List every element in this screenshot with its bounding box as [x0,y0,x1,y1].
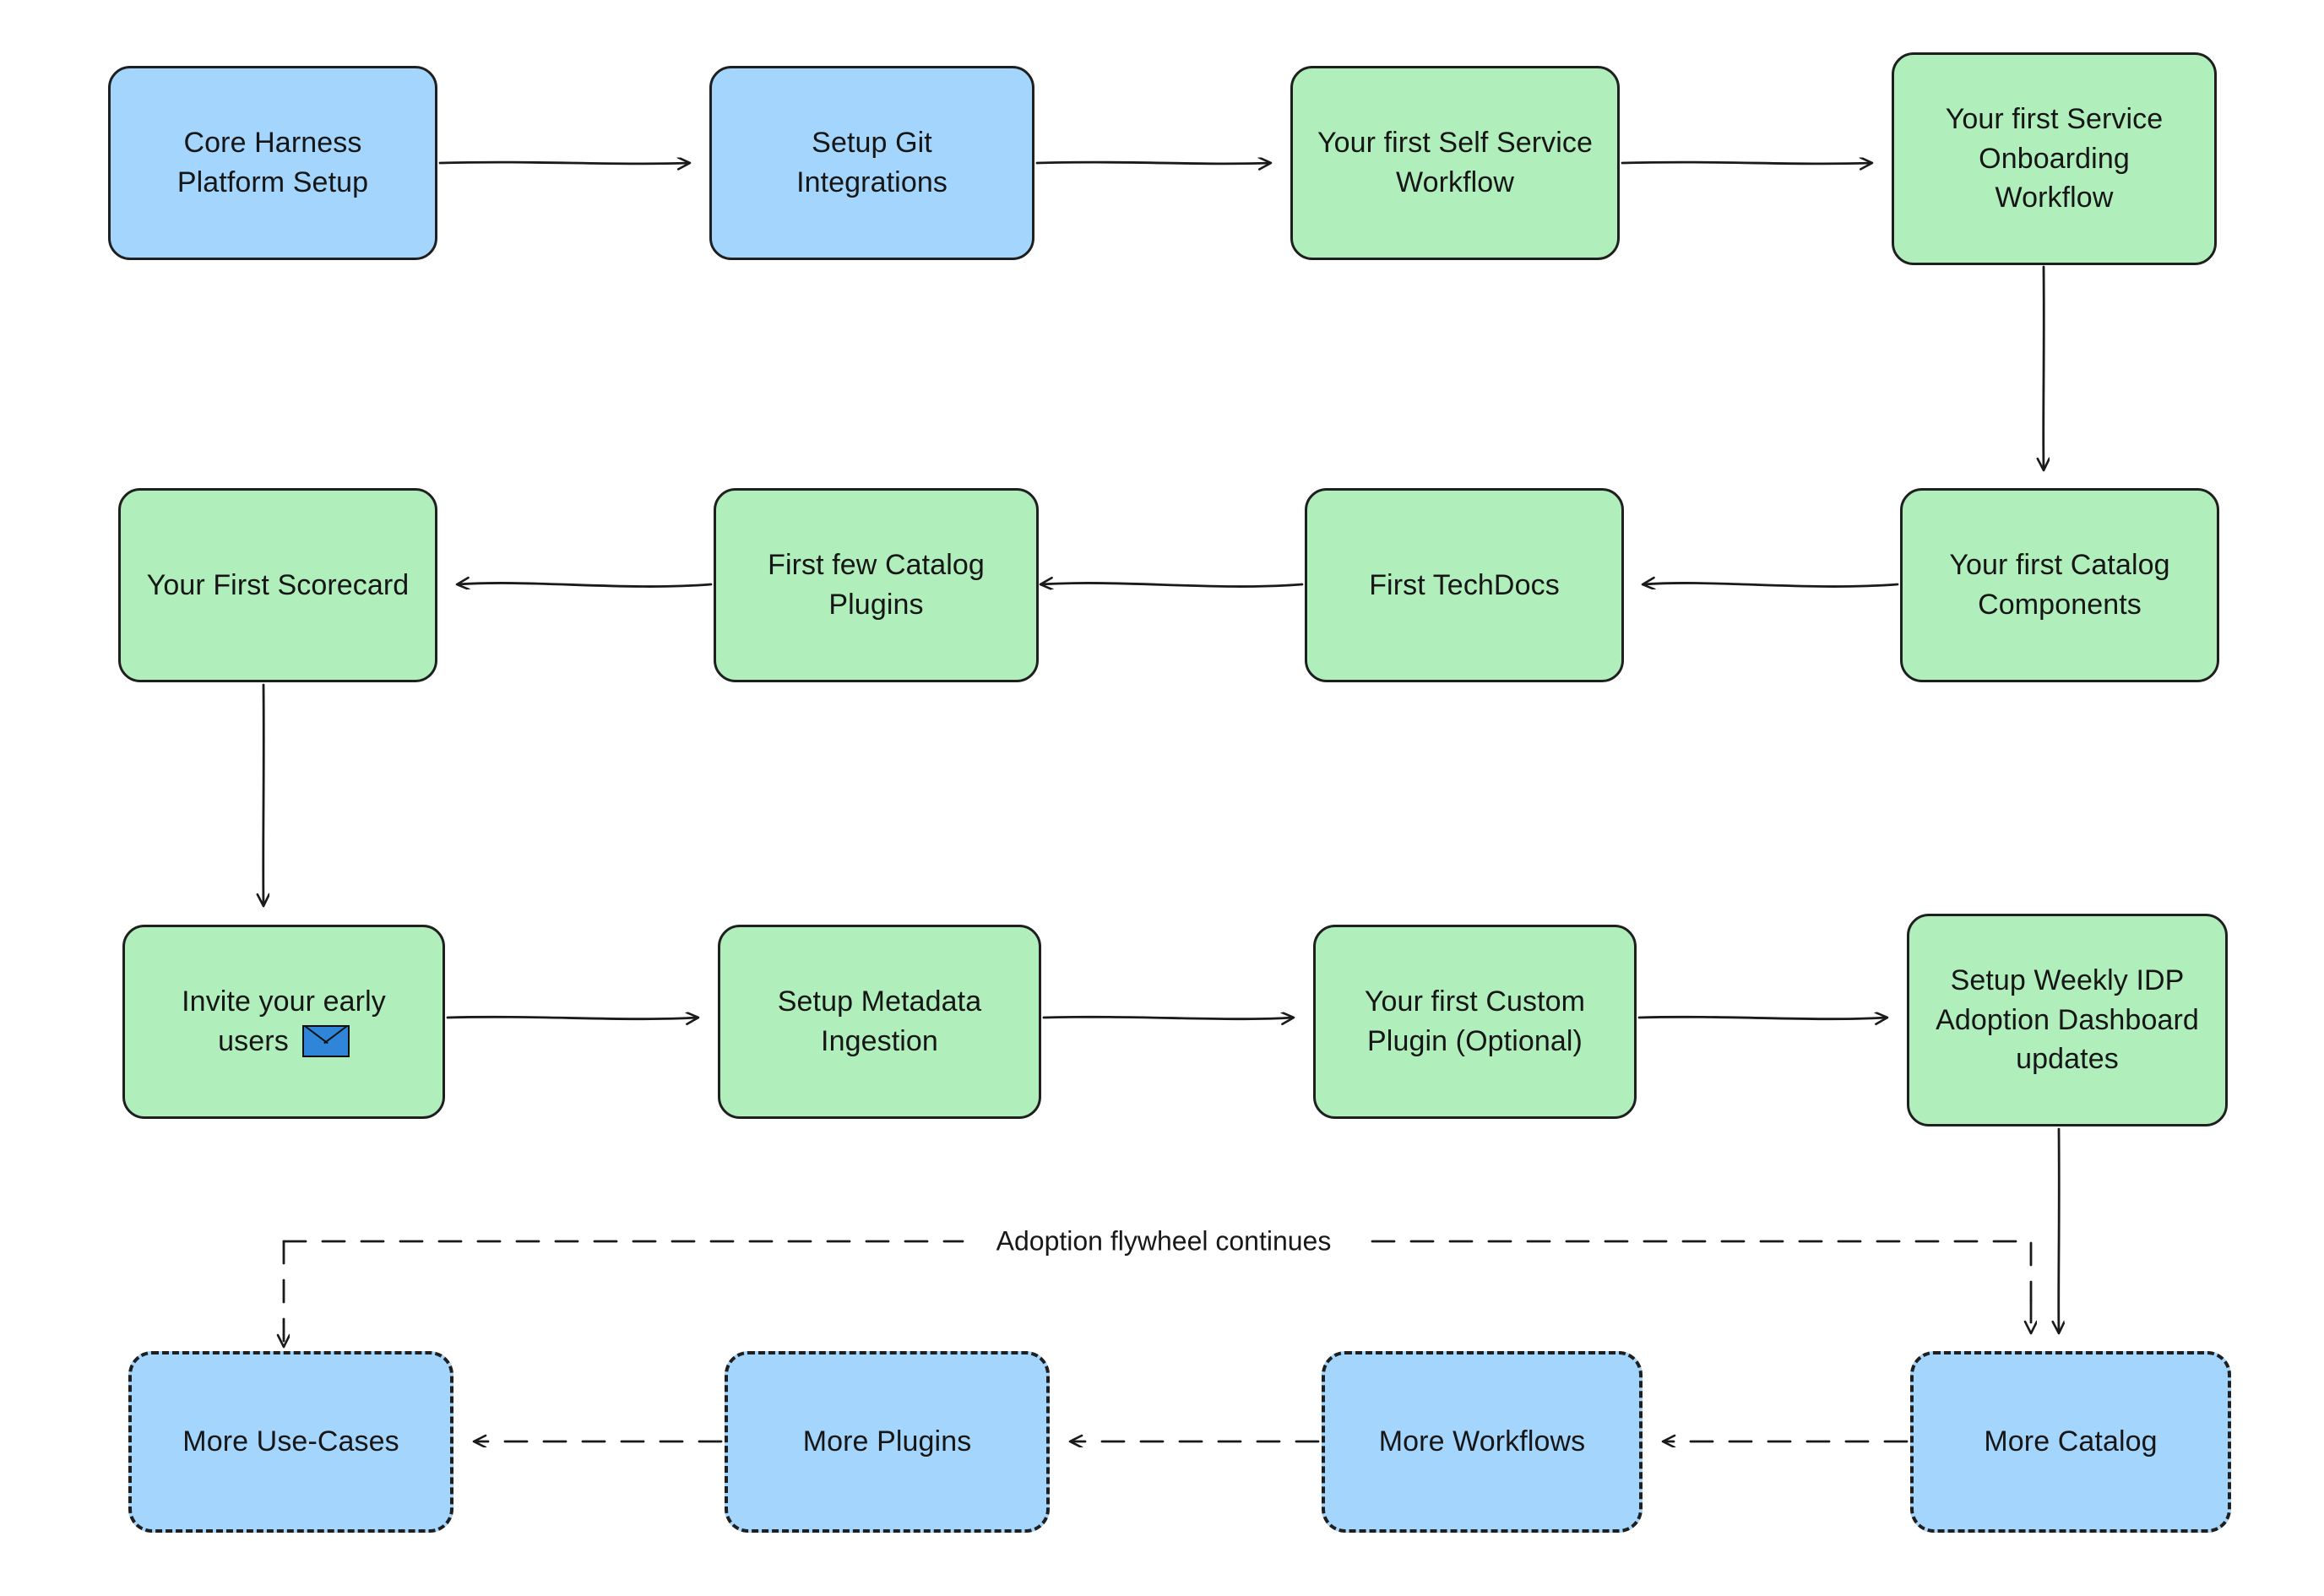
node-label: Your First Scorecard [146,568,410,601]
node-your-first-service-onboarding-workflow[interactable]: Your first Service Onboarding Workflow [1892,52,2217,265]
node-label: First few Catalog Plugins [768,549,985,621]
node-setup-weekly-idp-adoption-dashboard-updates[interactable]: Setup Weekly IDP Adoption Dashboard upda… [1907,914,2228,1126]
node-more-plugins[interactable]: More Plugins [725,1351,1050,1533]
node-label: Setup Git Integrations [796,127,948,198]
node-your-first-custom-plugin[interactable]: Your first Custom Plugin (Optional) [1313,925,1637,1119]
node-first-techdocs[interactable]: First TechDocs [1305,488,1624,682]
node-more-use-cases[interactable]: More Use-Cases [128,1351,453,1533]
edge-n10-n11 [1042,1017,1293,1018]
node-label: Your first Service Onboarding Workflow [1945,102,2164,214]
node-label-wrapper: Invite your early users [182,982,386,1061]
node-invite-your-early-users[interactable]: Invite your early users [122,925,445,1119]
edge-n7-n8 [458,583,713,586]
node-core-harness-platform-setup[interactable]: Core Harness Platform Setup [108,66,437,260]
envelope-icon [301,1025,350,1057]
node-your-first-scorecard[interactable]: Your First Scorecard [118,488,437,682]
node-setup-metadata-ingestion[interactable]: Setup Metadata Ingestion [718,925,1041,1119]
node-label: Invite your early users [182,985,386,1057]
edge-n5-n6 [1643,583,1899,586]
node-first-few-catalog-plugins[interactable]: First few Catalog Plugins [714,488,1039,682]
node-label: More Use-Cases [182,1425,399,1458]
edge-n6-n7 [1041,583,1304,586]
edge-label-adoption-flywheel-continues: Adoption flywheel continues [984,1225,1344,1257]
node-label: More Catalog [1984,1425,2158,1458]
node-label: Your first Catalog Components [1949,549,2170,621]
node-label: Your first Self Service Workflow [1317,127,1594,198]
edge-n9-n10 [446,1017,698,1018]
node-more-catalog[interactable]: More Catalog [1910,1351,2231,1533]
node-more-workflows[interactable]: More Workflows [1322,1351,1643,1533]
node-label: Your first Custom Plugin (Optional) [1364,985,1586,1057]
node-label: More Plugins [802,1425,972,1458]
node-label: First TechDocs [1369,568,1560,601]
node-label: More Workflows [1378,1425,1586,1458]
node-label: Setup Weekly IDP Adoption Dashboard upda… [1936,964,2199,1076]
node-your-first-catalog-components[interactable]: Your first Catalog Components [1900,488,2219,682]
node-label: Setup Metadata Ingestion [777,985,982,1057]
node-label: Core Harness Platform Setup [176,127,369,198]
edge-n3-n4 [1621,162,1871,164]
edge-flywheel-loop [284,1240,2045,1346]
edge-n1-n2 [438,162,689,164]
edge-n11-n12 [1637,1017,1887,1018]
edge-n8-n9 [263,683,264,905]
edge-n12-n13 [2059,1127,2060,1333]
edge-n2-n3 [1035,162,1270,164]
node-your-first-self-service-workflow[interactable]: Your first Self Service Workflow [1290,66,1620,260]
node-setup-git-integrations[interactable]: Setup Git Integrations [709,66,1034,260]
